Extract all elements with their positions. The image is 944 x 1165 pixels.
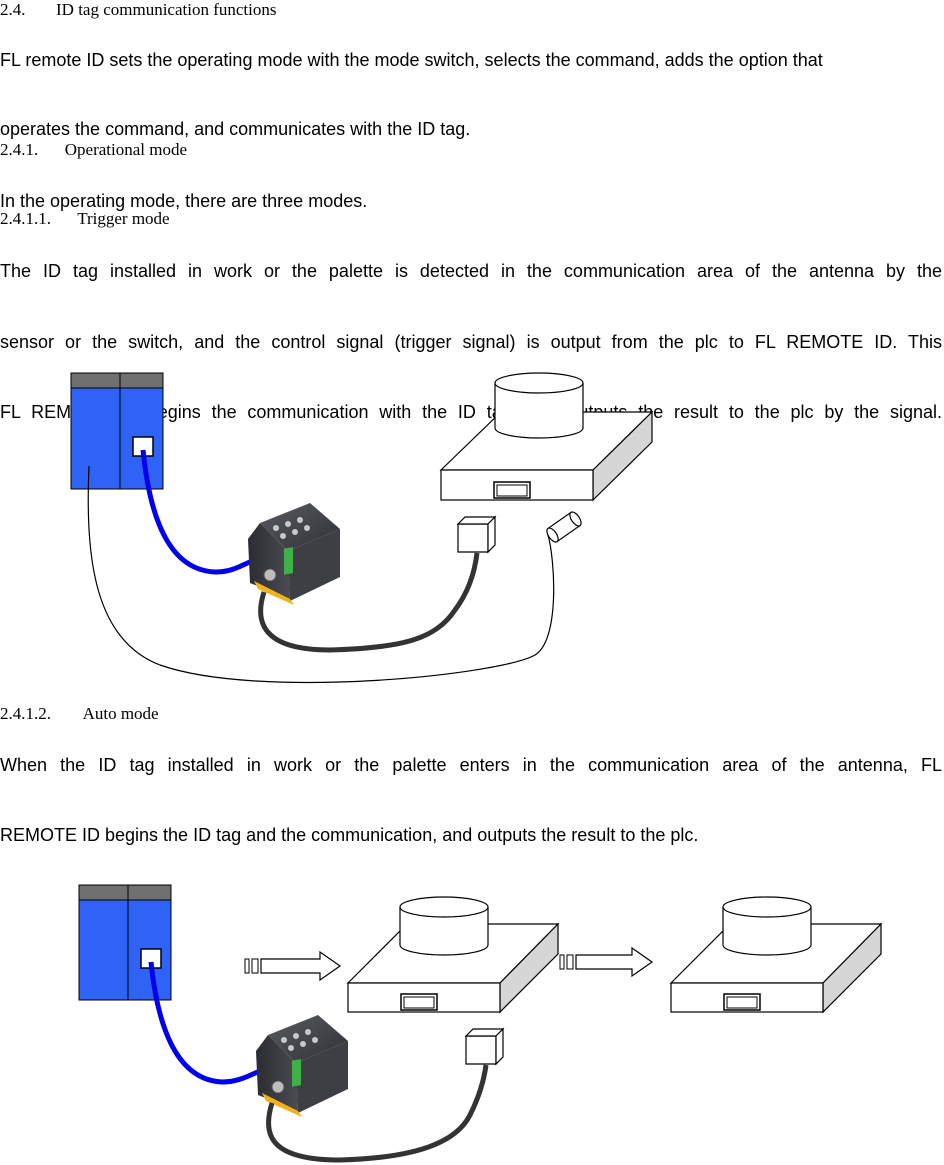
auto-line-2: REMOTE ID begins the ID tag and the comm… xyxy=(0,825,699,845)
trigger-line-3: FL REMOTE ID begins the communication wi… xyxy=(0,402,942,422)
heading-number: 2.4.1. xyxy=(0,140,39,159)
fl-remote-id-module xyxy=(248,503,340,605)
heading-2-4-1-1: 2.4.1.1. Trigger mode xyxy=(0,209,170,229)
fl-remote-id-module xyxy=(256,1015,348,1117)
id-tag-icon xyxy=(494,372,584,439)
terminal-block-icon xyxy=(284,547,293,575)
heading-title: Trigger mode xyxy=(77,209,170,228)
connector-icon xyxy=(263,568,277,582)
sensor-wire xyxy=(87,465,555,684)
plc-unit xyxy=(70,372,164,490)
trigger-mode-diagram xyxy=(70,372,654,684)
heading-2-4: 2.4. ID tag communication functions xyxy=(0,0,276,20)
opmode-line-1: In the operating mode, there are three m… xyxy=(0,191,368,211)
antenna-icon xyxy=(456,515,497,554)
black-cable xyxy=(266,1064,489,1163)
heading-number: 2.4.1.1. xyxy=(0,209,51,228)
trigger-line-1: The ID tag installed in work or the pale… xyxy=(0,261,942,281)
antenna-icon xyxy=(464,1027,505,1066)
connector-icon xyxy=(271,1080,285,1094)
plc-unit xyxy=(78,884,172,1001)
sensor-icon xyxy=(546,511,582,543)
trigger-line-2: sensor or the switch, and the control si… xyxy=(0,332,942,352)
heading-title: ID tag communication functions xyxy=(56,0,277,19)
heading-title: Operational mode xyxy=(64,140,188,159)
heading-2-4-1-2: 2.4.1.2. Auto mode xyxy=(0,704,159,724)
heading-title: Auto mode xyxy=(82,704,159,723)
blue-cable xyxy=(148,961,261,1085)
intro-line-1: FL remote ID sets the operating mode wit… xyxy=(0,50,823,70)
antenna-platform xyxy=(669,896,883,1014)
movement-arrow-icon xyxy=(559,946,654,978)
id-tag-icon xyxy=(399,896,489,956)
id-tag-icon xyxy=(722,896,812,956)
movement-arrow-icon xyxy=(244,950,342,982)
intro-line-2: operates the command, and communicates w… xyxy=(0,119,471,139)
heading-number: 2.4.1.2. xyxy=(0,704,51,723)
auto-line-1: When the ID tag installed in work or the… xyxy=(0,755,942,775)
heading-2-4-1: 2.4.1. Operational mode xyxy=(0,140,187,160)
blue-cable xyxy=(140,449,253,575)
terminal-block-icon xyxy=(292,1059,301,1087)
black-cable xyxy=(258,552,480,653)
heading-number: 2.4. xyxy=(0,0,26,19)
auto-mode-diagram xyxy=(78,884,883,1163)
antenna-platform xyxy=(346,896,560,1014)
antenna-platform xyxy=(439,372,654,502)
